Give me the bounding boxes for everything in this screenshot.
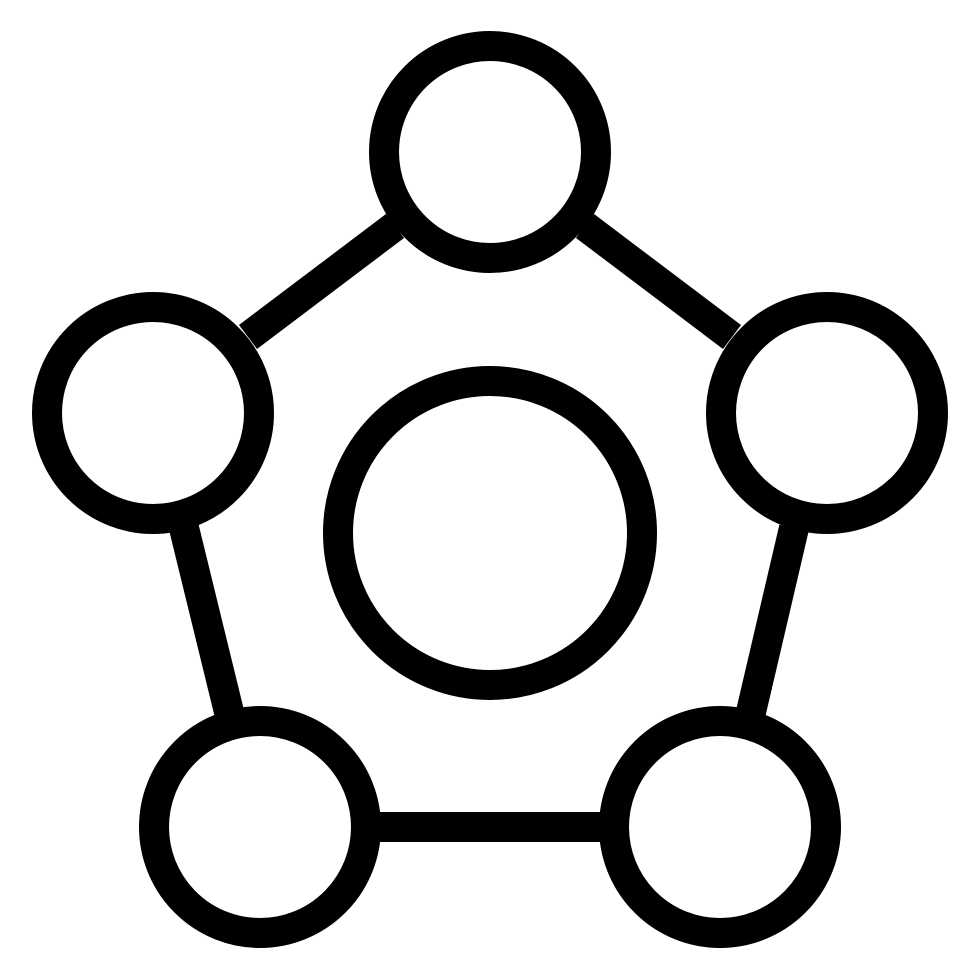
node-top [369,31,611,273]
edge-right-bottom [736,524,809,716]
node-center [323,366,657,700]
node-right [706,292,948,534]
edge-top-right [575,214,742,349]
node-bottom-right [599,706,841,948]
edge-top-left [238,214,405,349]
node-bottom-left [139,706,381,948]
node-left [32,292,274,534]
edge-left-bottom [169,524,244,716]
